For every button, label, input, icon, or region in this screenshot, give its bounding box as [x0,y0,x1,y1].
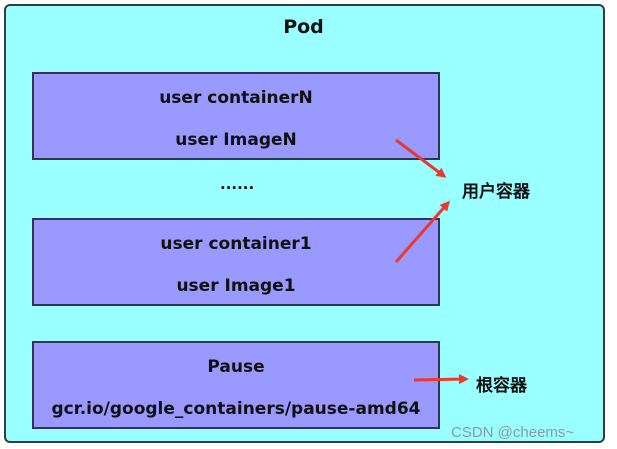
user-container-n-box: user containerN user ImageN [32,72,440,160]
user-container-1-box: user container1 user Image1 [32,218,440,306]
pod-title: Pod [283,16,324,38]
csdn-watermark: CSDN @cheems~ [451,424,575,441]
user-container-n-label: user containerN [159,88,313,108]
user-image-n-label: user ImageN [175,130,297,150]
pause-container-box: Pause gcr.io/google_containers/pause-amd… [32,341,440,429]
root-container-label: 根容器 [476,376,527,396]
user-image-1-label: user Image1 [176,276,296,296]
pause-label: Pause [207,357,265,377]
user-containers-label: 用户容器 [462,182,530,202]
ellipsis-text: ...... [220,175,255,193]
pause-image-label: gcr.io/google_containers/pause-amd64 [51,399,421,419]
user-container-1-label: user container1 [160,234,312,254]
